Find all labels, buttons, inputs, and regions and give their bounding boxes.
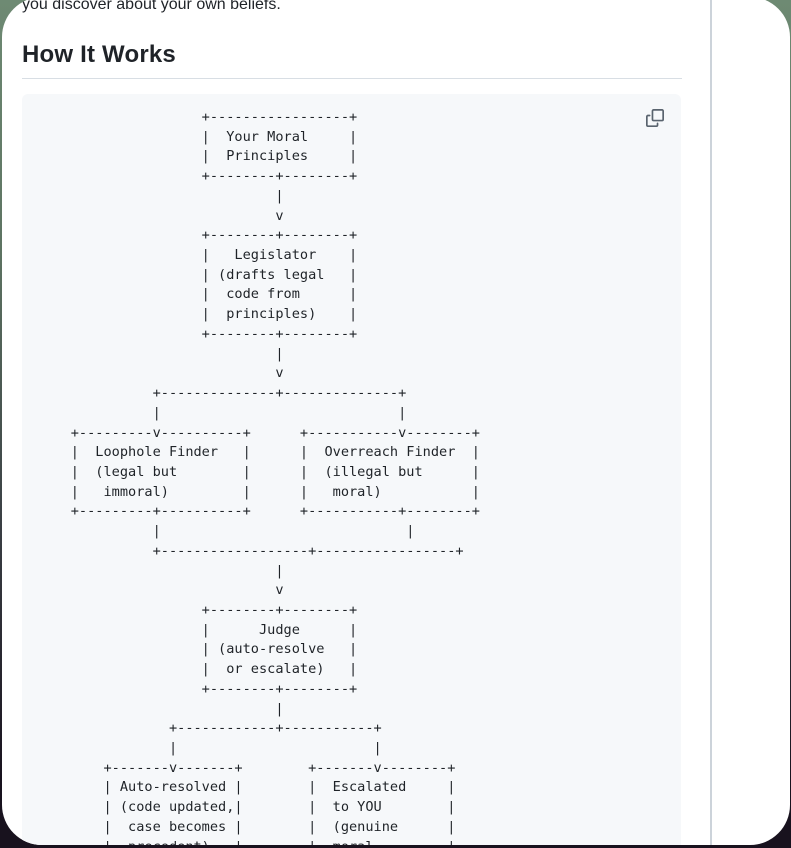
- copy-button[interactable]: [643, 106, 667, 130]
- intro-text-fragment: you discover about your own beliefs.: [22, 0, 281, 13]
- vertical-divider: [710, 0, 712, 845]
- copy-icon: [646, 109, 664, 127]
- code-block: +-----------------+ | Your Moral | | Pri…: [22, 94, 681, 845]
- ascii-diagram: +-----------------+ | Your Moral | | Pri…: [70, 109, 480, 845]
- section-heading: How It Works: [22, 40, 682, 79]
